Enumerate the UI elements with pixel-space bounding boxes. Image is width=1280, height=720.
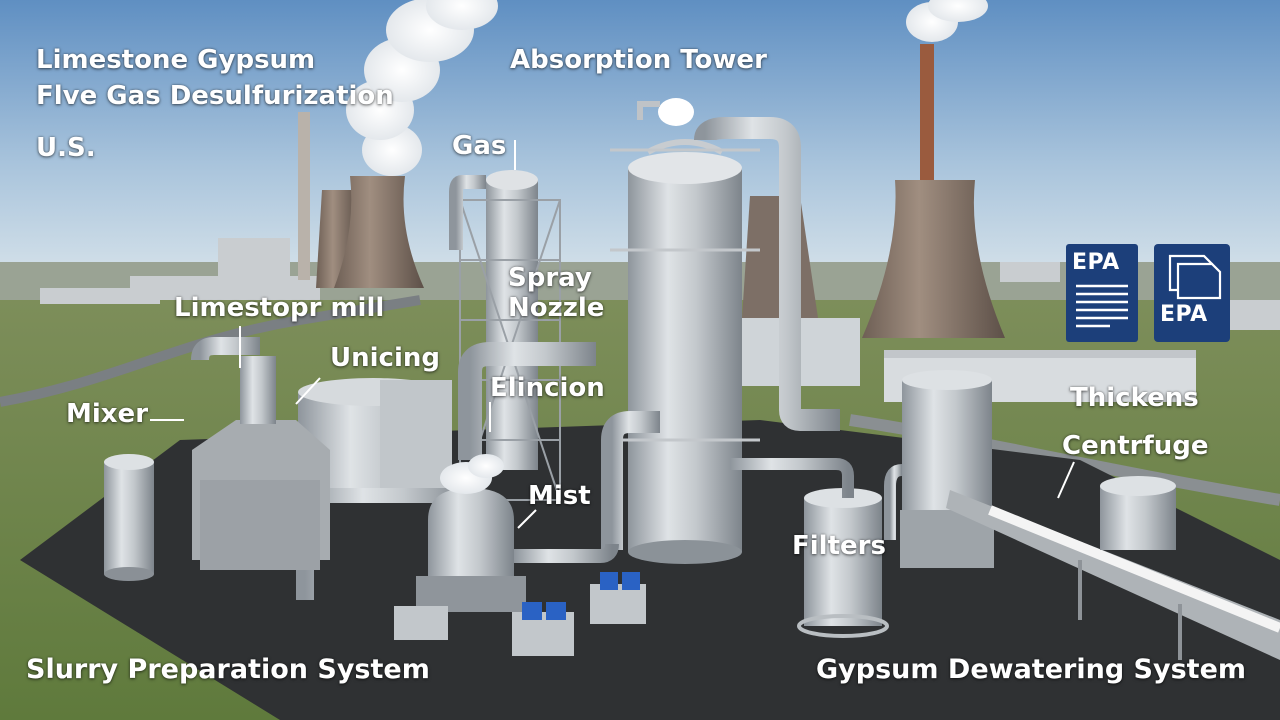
section-gypsum: Gypsum Dewatering System <box>816 654 1246 685</box>
label-spray: Spray <box>508 264 592 294</box>
centrifuge <box>1100 476 1176 550</box>
label-elincion: Elincion <box>490 374 605 404</box>
title-line2: Flve Gas Desulfurization <box>36 82 394 112</box>
label-nozzle: Nozzle <box>508 294 604 324</box>
thickener-tank <box>890 370 994 568</box>
chimney-right <box>920 44 934 190</box>
label-mixer: Mixer <box>66 400 148 430</box>
label-limestone-mill: Limestopr mill <box>174 294 384 324</box>
mixer-tank <box>104 454 154 581</box>
label-thickens: Thickens <box>1070 384 1199 414</box>
label-filters: Filters <box>792 532 886 562</box>
label-mist: Mist <box>528 482 591 512</box>
region-label: U.S. <box>36 134 96 164</box>
title-line1: Limestone Gypsum <box>36 46 315 76</box>
section-slurry: Slurry Preparation System <box>26 654 430 685</box>
label-unicing: Unicing <box>330 344 440 374</box>
label-centrifuge: Centrfuge <box>1062 432 1209 462</box>
epa-badge-copy <box>1154 244 1230 342</box>
epa-badge-1-text: EPA <box>1072 250 1120 275</box>
chimney-left <box>298 112 310 280</box>
label-absorption-tower: Absorption Tower <box>510 46 767 76</box>
epa-badge-2-text: EPA <box>1160 302 1208 327</box>
label-gas: Gas <box>452 132 506 162</box>
